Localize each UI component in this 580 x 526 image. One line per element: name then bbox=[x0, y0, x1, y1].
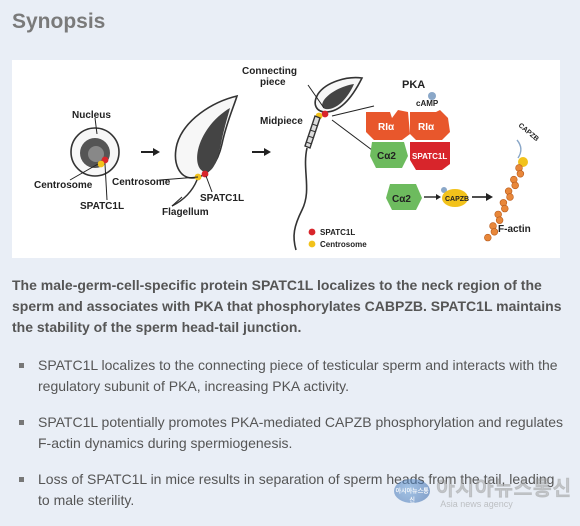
bullet-item: SPATC1L localizes to the connecting piec… bbox=[12, 355, 568, 397]
label-ria-left: RIα bbox=[378, 122, 395, 133]
label-pka: PKA bbox=[402, 79, 425, 91]
label-spatc1l-1: SPATC1L bbox=[80, 201, 124, 212]
round-spermatid bbox=[69, 117, 120, 201]
legend-centrosome: Centrosome bbox=[320, 240, 367, 249]
watermark-main-text: 아시아뉴스통신 bbox=[436, 478, 572, 501]
actin-bead bbox=[506, 193, 514, 201]
bullet-text: SPATC1L localizes to the connecting piec… bbox=[38, 357, 558, 394]
legend-spatc1l-dot bbox=[308, 228, 316, 236]
bullet-text: SPATC1L potentially promotes PKA-mediate… bbox=[38, 414, 564, 451]
actin-bead bbox=[516, 170, 525, 178]
label-connecting-line1: Connecting bbox=[242, 66, 297, 77]
label-ca2-bottom: Cα2 bbox=[392, 194, 411, 205]
capzb-cap bbox=[518, 157, 528, 167]
f-actin-filament: CAPZB bbox=[484, 122, 540, 242]
pka-complex: PKA cAMP RIα RIα Cα2 SPATC1L bbox=[366, 79, 450, 170]
watermark-logo-text: 아시아뉴스통신 bbox=[395, 488, 429, 504]
actin-bead bbox=[490, 228, 499, 236]
spatc1l-protein-shape bbox=[410, 142, 450, 170]
synopsis-figure: Nucleus Centrosome SPATC1L Centrosome SP… bbox=[12, 60, 560, 258]
elongating-spermatid bbox=[159, 94, 239, 207]
section-title: Synopsis bbox=[12, 10, 106, 33]
arrow-icon bbox=[252, 148, 271, 156]
label-capzb-small: CAPZB bbox=[445, 196, 469, 203]
bullet-icon bbox=[19, 363, 24, 368]
mature-sperm bbox=[293, 76, 375, 251]
label-ria-right: RIα bbox=[418, 122, 435, 133]
label-midpiece: Midpiece bbox=[260, 116, 303, 127]
actin-bead bbox=[484, 233, 492, 242]
legend-centrosome-dot bbox=[308, 240, 316, 248]
ria-left-shape bbox=[366, 110, 410, 140]
phosphorylation-step: Cα2 CAPZB bbox=[386, 184, 493, 210]
actin-bead bbox=[511, 181, 519, 190]
label-connecting-line2: piece bbox=[260, 77, 286, 88]
bullet-item: SPATC1L potentially promotes PKA-mediate… bbox=[12, 412, 568, 454]
label-centrosome-2: Centrosome bbox=[112, 177, 171, 188]
bullet-icon bbox=[19, 477, 24, 482]
actin-bead bbox=[495, 216, 504, 224]
label-spatc1l-pka: SPATC1L bbox=[412, 152, 447, 161]
label-ca2-top: Cα2 bbox=[377, 151, 396, 162]
label-centrosome-1: Centrosome bbox=[34, 180, 93, 191]
label-nucleus: Nucleus bbox=[72, 110, 111, 121]
watermark: 아시아뉴스통신 아시아뉴스통신 Asia news agency bbox=[394, 472, 572, 509]
label-flagellum: Flagellum bbox=[162, 207, 209, 218]
legend-spatc1l: SPATC1L bbox=[320, 228, 355, 237]
actin-bead bbox=[501, 204, 509, 213]
ria-right-shape bbox=[410, 110, 450, 140]
arrow-icon bbox=[141, 148, 160, 156]
label-camp: cAMP bbox=[416, 99, 439, 108]
bullet-icon bbox=[19, 420, 24, 425]
lead-paragraph: The male-germ-cell-specific protein SPAT… bbox=[12, 277, 562, 335]
watermark-logo-icon: 아시아뉴스통신 bbox=[394, 478, 431, 504]
label-factin: F-actin bbox=[498, 224, 531, 235]
ca2-top-shape bbox=[370, 142, 408, 168]
centrosome-dot bbox=[97, 160, 105, 168]
bullet-list: SPATC1L localizes to the connecting piec… bbox=[12, 355, 568, 526]
watermark-sub-text: Asia news agency bbox=[440, 499, 513, 509]
sperm-pka-diagram: Nucleus Centrosome SPATC1L Centrosome SP… bbox=[34, 66, 540, 251]
label-capzb-top: CAPZB bbox=[517, 122, 540, 143]
label-spatc1l-2: SPATC1L bbox=[200, 193, 244, 204]
